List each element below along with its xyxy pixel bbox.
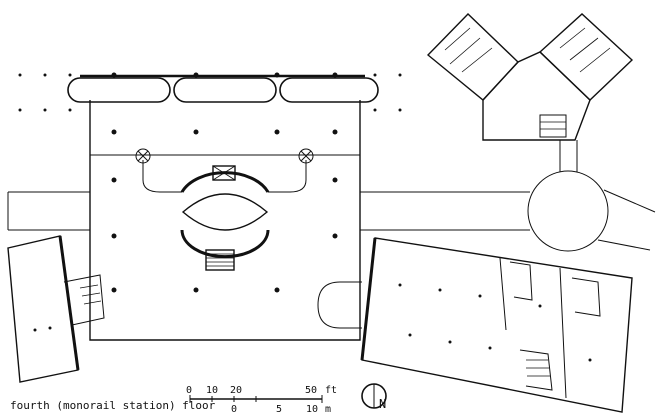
monorail-cars bbox=[67, 77, 379, 103]
structural-columns bbox=[18, 72, 592, 362]
ramp-markers bbox=[135, 148, 314, 164]
scale-ft-0: 0 bbox=[186, 385, 192, 396]
east-ramp bbox=[268, 160, 307, 193]
scale-bar: 0 10 20 50 ft 0 5 10 m bbox=[186, 385, 337, 415]
central-lobby-lower-ring bbox=[180, 229, 270, 259]
north-arrow-icon: N bbox=[361, 383, 387, 411]
central-concourse bbox=[89, 100, 361, 341]
east-ramp-loop bbox=[317, 281, 362, 329]
scale-ft-10: 10 bbox=[206, 385, 218, 396]
plan-caption: fourth (monorail station) floor bbox=[10, 399, 216, 412]
west-building bbox=[7, 235, 105, 383]
rotunda-link bbox=[559, 140, 578, 172]
east-building bbox=[317, 237, 633, 413]
scale-ft-20: 20 bbox=[230, 385, 242, 396]
scale-ft-50: 50 bbox=[305, 385, 317, 396]
east-walkway bbox=[360, 191, 530, 231]
north-stair bbox=[212, 165, 236, 181]
scale-m-10: 10 bbox=[306, 404, 318, 415]
central-lobby-ring bbox=[180, 171, 270, 193]
central-void-lens bbox=[181, 193, 269, 231]
scale-m-5: 5 bbox=[276, 404, 282, 415]
northeast-wing bbox=[426, 13, 634, 141]
north-letter: N bbox=[379, 397, 386, 411]
southeast-walkway bbox=[597, 189, 656, 251]
west-walkway bbox=[7, 191, 90, 231]
scale-ft-unit: ft bbox=[325, 385, 337, 396]
west-ramp bbox=[142, 160, 182, 193]
scale-m-0: 0 bbox=[231, 404, 237, 415]
rotunda bbox=[527, 170, 609, 252]
scale-m-unit: m bbox=[325, 404, 331, 415]
south-stair bbox=[205, 249, 235, 271]
